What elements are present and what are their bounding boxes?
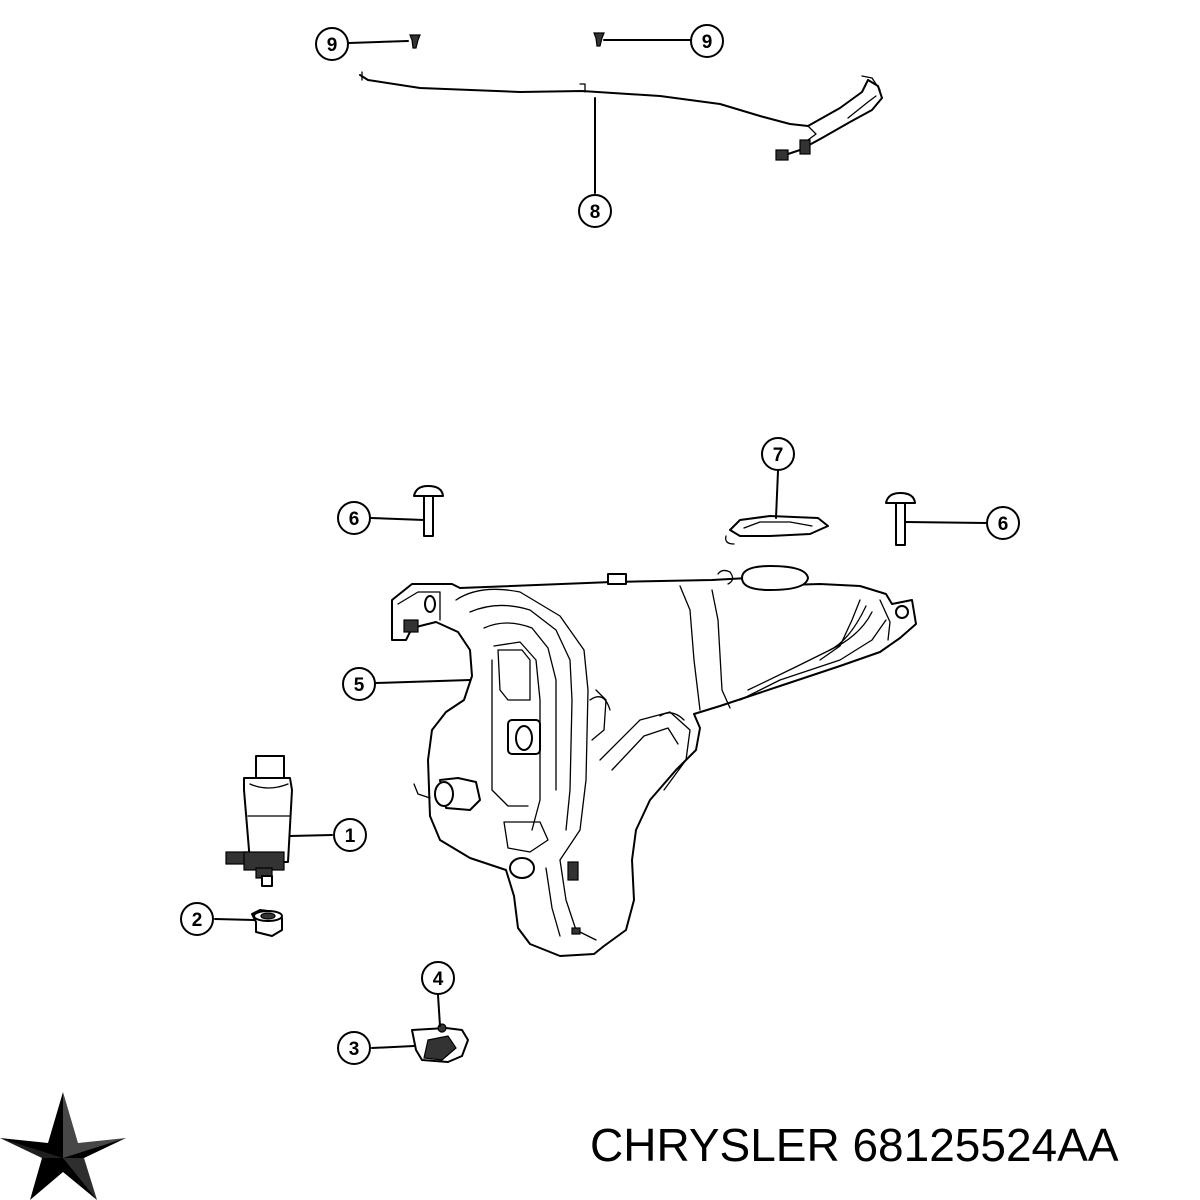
callout-8: 8 (578, 194, 612, 228)
callout-number: 6 (998, 514, 1009, 535)
callout-number: 1 (345, 826, 356, 847)
callout-2: 2 (180, 902, 214, 936)
fill-cap-part (725, 515, 829, 545)
part-number: 68125524AA (852, 1119, 1119, 1171)
level-sensor-part (411, 1023, 469, 1063)
part-title: CHRYSLER 68125524AA (590, 1118, 1119, 1172)
brand-name: CHRYSLER (590, 1119, 840, 1171)
washer-hose-part (359, 71, 883, 161)
callout-number: 6 (349, 509, 360, 530)
pump-grommet-part (251, 909, 283, 937)
chrysler-pentastar-logo (0, 1092, 126, 1200)
leader-lines (214, 39, 987, 1049)
callout-number: 8 (590, 202, 601, 223)
callout-6-left: 6 (337, 501, 371, 535)
callout-3: 3 (337, 1031, 371, 1065)
washer-pump-part (225, 755, 293, 887)
push-pin-part (593, 32, 605, 47)
callout-number: 7 (773, 445, 784, 466)
callout-7: 7 (761, 437, 795, 471)
bolt-part (413, 485, 444, 537)
callout-9-right: 9 (690, 24, 724, 58)
callout-number: 5 (354, 675, 365, 696)
callout-9-left: 9 (315, 27, 349, 61)
washer-reservoir-part (391, 565, 917, 957)
bolt-part (885, 492, 916, 546)
callout-number: 9 (327, 35, 338, 56)
callout-number: 4 (433, 969, 444, 990)
callout-number: 2 (192, 910, 203, 931)
callout-4: 4 (421, 961, 455, 995)
push-pin-part (409, 34, 421, 49)
callout-5: 5 (342, 667, 376, 701)
callout-number: 3 (349, 1039, 360, 1060)
callout-6-right: 6 (986, 506, 1020, 540)
callout-number: 9 (702, 32, 713, 53)
callout-1: 1 (333, 818, 367, 852)
